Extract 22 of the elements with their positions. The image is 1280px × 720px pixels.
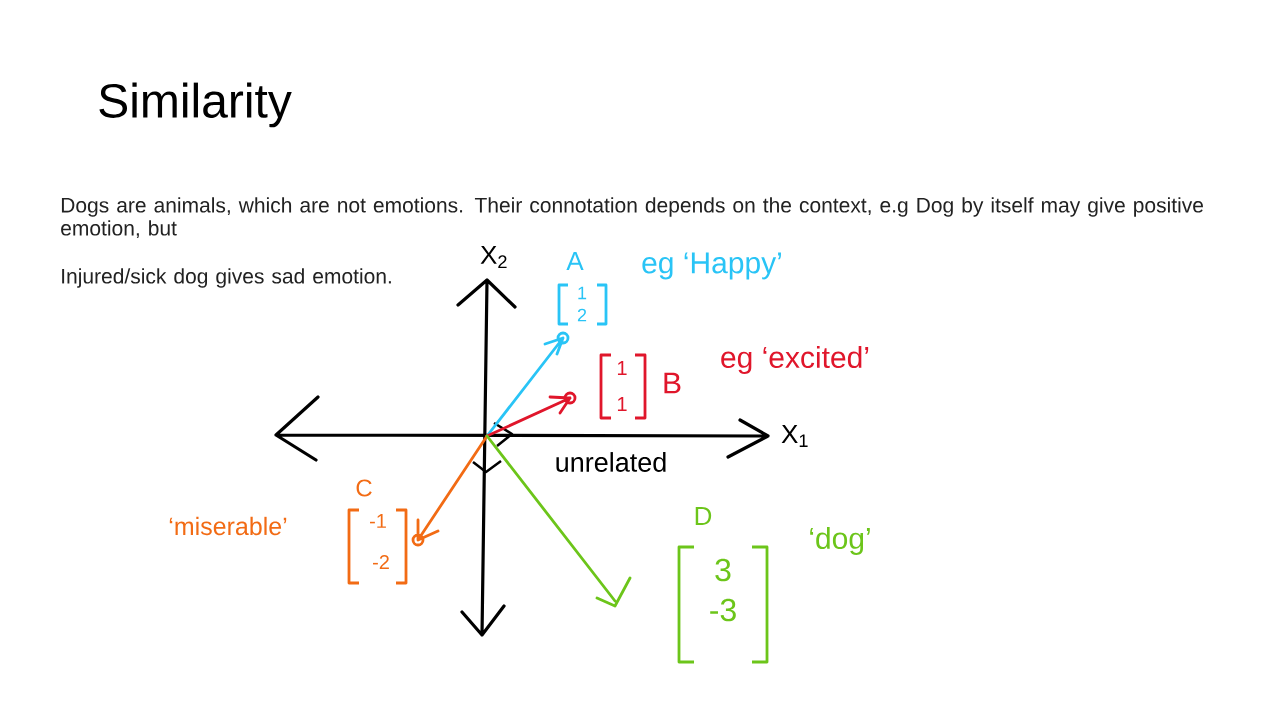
paragraph: Dogs are animals, which are not emotions. Their connotation depends on the context, e.g Dog by itself may give positive emotion, but bbox=[61, 197, 1203, 239]
vector-caption: ‘miserable’ bbox=[169, 516, 287, 536]
vector-caption: ‘dog’ bbox=[810, 527, 870, 555]
slide-title: Similarity bbox=[99, 82, 292, 128]
vector-caption: eg ‘Happy’ bbox=[642, 252, 781, 280]
axis-label: X$_{1}$ bbox=[781, 425, 808, 447]
vector-name: C bbox=[356, 479, 372, 497]
matrix-entry: -1 bbox=[370, 514, 386, 528]
matrix-entry: 1 bbox=[617, 397, 627, 411]
axis-label: X$_{2}$ bbox=[480, 246, 507, 268]
matrix-entry: 2 bbox=[577, 308, 587, 322]
vector-name: B bbox=[664, 372, 681, 394]
matrix-entry: -3 bbox=[710, 598, 736, 622]
matrix-entry: 1 bbox=[578, 286, 587, 300]
vector-name: A bbox=[566, 252, 584, 270]
vector-name: D bbox=[695, 507, 712, 525]
axis-note: unrelated bbox=[556, 452, 666, 472]
matrix-entry: 1 bbox=[617, 361, 627, 375]
matrix-entry: 3 bbox=[715, 558, 731, 582]
paragraph: Injured/sick dog gives sad emotion. bbox=[62, 268, 391, 288]
vector-caption: eg ‘excited’ bbox=[721, 346, 869, 374]
matrix-entry: -2 bbox=[373, 555, 389, 569]
